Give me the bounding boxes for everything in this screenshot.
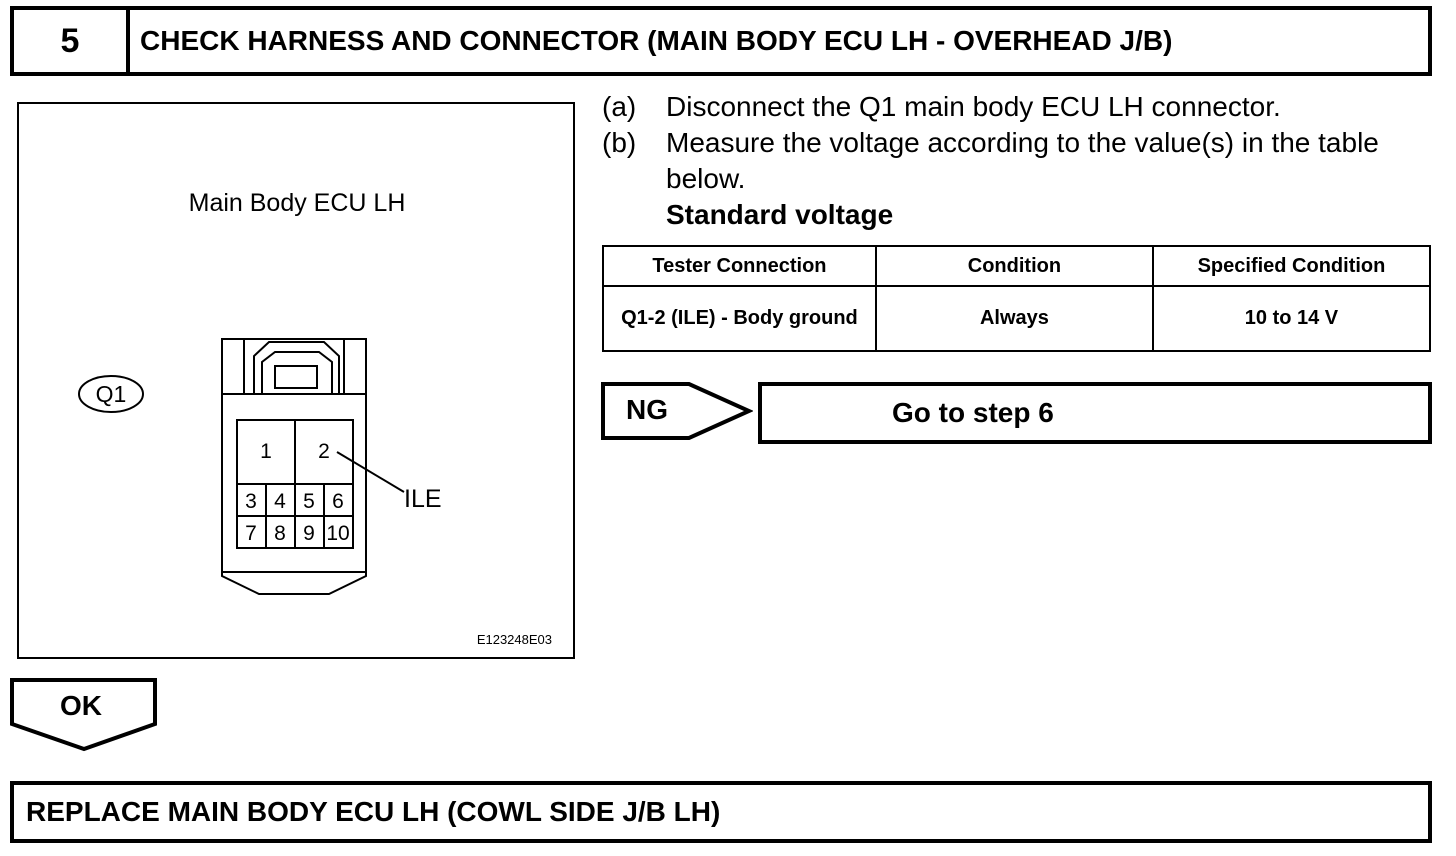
step-text: Disconnect the Q1 main body ECU LH conne… <box>666 91 1281 122</box>
table-header-row: Tester Connection Condition Specified Co… <box>602 245 1432 287</box>
instruction-step: (b) Measure the voltage according to the… <box>602 125 1432 197</box>
ng-arrow-shape <box>601 382 753 440</box>
step-label: (b) <box>602 127 637 158</box>
instructions: (a) Disconnect the Q1 main body ECU LH c… <box>602 89 1432 233</box>
pin-label: 8 <box>274 522 286 545</box>
standard-label: Standard voltage <box>666 199 894 230</box>
pin-callout-line <box>336 451 405 493</box>
pin-label: 1 <box>260 440 272 463</box>
step-label: (a) <box>602 91 637 122</box>
ok-arrow-shape <box>10 678 157 752</box>
step-text: Measure the voltage according to the val… <box>666 127 1379 194</box>
next-step-box: REPLACE MAIN BODY ECU LH (COWL SIDE J/B … <box>10 781 1432 843</box>
pin-label: 7 <box>245 522 257 545</box>
ok-label: OK <box>60 690 102 721</box>
table-cell: 10 to 14 V <box>1151 285 1432 352</box>
pin-label: 2 <box>318 440 330 463</box>
step-title: CHECK HARNESS AND CONNECTOR (MAIN BODY E… <box>140 25 1173 56</box>
connector-body <box>221 338 367 595</box>
step-number: 5 <box>14 10 130 72</box>
table-header: Tester Connection <box>602 245 877 287</box>
table-cell: Always <box>874 285 1154 352</box>
pin-label: 5 <box>303 490 315 513</box>
pin-label: 3 <box>245 490 257 513</box>
pin-label: 10 <box>326 522 349 545</box>
voltage-table: Tester Connection Condition Specified Co… <box>602 245 1432 352</box>
instruction-step: (a) Disconnect the Q1 main body ECU LH c… <box>602 89 1432 125</box>
connector-tag: Q1 <box>96 381 127 407</box>
table-cell: Q1-2 (ILE) - Body ground <box>602 285 877 352</box>
table-row: Q1-2 (ILE) - Body ground Always 10 to 14… <box>602 285 1432 352</box>
table-header: Specified Condition <box>1151 245 1432 287</box>
pin-label: 4 <box>274 490 286 513</box>
pin-label: 6 <box>332 490 344 513</box>
connector-tag-ellipse <box>78 375 144 413</box>
connector-illustration: Main Body ECU LH Q1 1 2 3 <box>17 102 575 659</box>
pin-grid <box>236 419 354 549</box>
step-header: 5 CHECK HARNESS AND CONNECTOR (MAIN BODY… <box>10 6 1432 76</box>
illustration-title: Main Body ECU LH <box>189 189 406 217</box>
table-header: Condition <box>874 245 1154 287</box>
ng-result-box: Go to step 6 <box>758 382 1432 444</box>
figure-code: E123248E03 <box>477 632 552 647</box>
ng-result: Go to step 6 <box>892 397 1054 428</box>
ng-label: NG <box>626 394 668 425</box>
pin-callout: ILE <box>404 485 442 513</box>
pin-label: 9 <box>303 522 315 545</box>
